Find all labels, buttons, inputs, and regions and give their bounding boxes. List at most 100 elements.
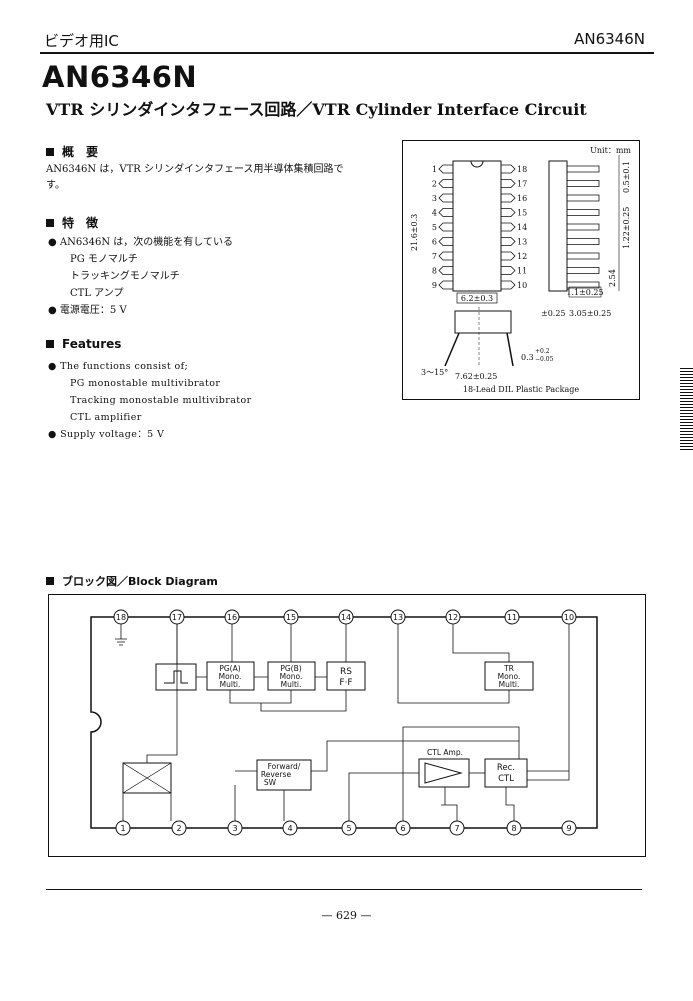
unit-label: Unit：mm (590, 146, 631, 155)
pin-label-bottom: 7 (454, 824, 459, 833)
pin-left-label: 3 (432, 194, 437, 203)
pin-circle-bottom (282, 820, 298, 836)
dim-thickness: 0.5±0.1 (622, 161, 631, 193)
pin-left-lead (438, 193, 453, 203)
pin-label-bottom: 1 (120, 824, 125, 833)
tr-label-1: TR (503, 664, 514, 673)
pin-label-top: 17 (172, 613, 182, 622)
dim-row-spacing: 7.62±0.25 (455, 372, 497, 381)
features-en-item-1-text: The functions consist of; (60, 361, 189, 372)
pin-label-bottom: 4 (287, 824, 292, 833)
dim-angle: 3～15° (421, 368, 448, 377)
pin-label-bottom: 9 (566, 824, 571, 833)
header-part-number: AN6346N (574, 30, 645, 48)
pin-left-lead (438, 179, 453, 188)
overview-text-2: す。 (46, 180, 65, 191)
pin-right-lead (501, 237, 516, 246)
pin-left-lead (438, 251, 453, 261)
pin-circle-bottom (227, 820, 243, 836)
side-lead (567, 194, 600, 202)
bullet-square-icon (46, 219, 54, 227)
header-rule (40, 52, 654, 54)
pin-right-label: 18 (517, 165, 527, 174)
pgb-block (267, 661, 316, 691)
pin-left-lead (438, 266, 453, 275)
pin-left-label: 1 (432, 165, 437, 174)
pin-circle-bottom (561, 820, 577, 836)
pin-left-label: 5 (432, 223, 437, 232)
pin-right-label: 16 (517, 194, 527, 203)
pin-circle-top (113, 609, 129, 625)
pin-label-bottom: 6 (400, 824, 405, 833)
wiring (115, 624, 570, 821)
pin-right-lead (501, 208, 516, 217)
pin-circle-top (504, 609, 520, 625)
rec-label-1: Rec. (497, 763, 515, 773)
pin-left-label: 2 (432, 180, 437, 189)
tr-label-3: Multi. (499, 680, 520, 689)
features-jp-sub-3: CTL アンプ (70, 288, 124, 299)
pin-right-lead (501, 179, 516, 188)
side-lead (567, 252, 600, 260)
pin-right-lead (501, 193, 516, 203)
pgb-label-3: Multi. (281, 680, 302, 689)
pin-right-lead (501, 251, 516, 261)
block-diagram-heading-text: ブロック図／Block Diagram (62, 575, 218, 588)
tr-label-2: Mono. (498, 672, 521, 681)
schmitt-icon (164, 670, 188, 684)
features-jp-item-2-text: 電源電圧：5 V (59, 305, 127, 316)
dim-length: 21.6±0.3 (410, 214, 419, 251)
pin-right-lead (501, 280, 516, 290)
footer-rule (46, 889, 642, 890)
pin-circle-top (390, 609, 406, 625)
pin-left-label: 9 (432, 281, 437, 290)
dim-lead-thickness-upper: +0.2 (535, 348, 550, 355)
pin-right-lead (501, 222, 516, 232)
pgb-label-1: PG(B) (280, 664, 301, 673)
rs-label-2: F·F (339, 678, 352, 688)
features-jp-sub-2: トラッキングモノマルチ (70, 271, 180, 282)
pin-right-label: 10 (517, 281, 527, 290)
pin-label-top: 14 (341, 613, 351, 622)
pin-circle-top (445, 609, 461, 625)
pin-label-bottom: 5 (346, 824, 351, 833)
dim-lead-thickness-lower: −0.05 (535, 356, 554, 363)
pin-label-top: 18 (116, 613, 126, 622)
pin-left-label: 8 (432, 267, 437, 276)
block-diagram-heading: ブロック図／Block Diagram (46, 573, 218, 589)
features-en-item-1: ● The functions consist of; (48, 361, 189, 372)
features-jp-item-2: ● 電源電圧：5 V (48, 305, 127, 316)
pga-label-2: Mono. (219, 672, 242, 681)
pin-left-lead (438, 237, 453, 246)
features-jp-item-1-text: AN6346N は，次の機能を有している (59, 237, 233, 248)
fr-label-2: Reverse (261, 770, 292, 779)
ic-outline (90, 616, 598, 829)
ctl-amp-icon (424, 762, 463, 784)
overview-heading: 概 要 (46, 143, 98, 160)
dim-lead-width: 1.1±0.25 (566, 288, 603, 297)
dip-body-side (548, 160, 568, 292)
pin-label-top: 13 (393, 613, 403, 622)
pin-label-top: 12 (448, 613, 458, 622)
pin-left-label: 6 (432, 238, 437, 247)
bullet-square-icon (46, 340, 54, 348)
dip-body-end (454, 310, 512, 334)
side-lead (567, 223, 600, 231)
pin-label-top: 15 (286, 613, 296, 622)
pin-left-lead (438, 164, 453, 174)
fr-label-3: SW (264, 778, 277, 787)
pin-right-lead (501, 266, 516, 275)
pga-label-1: PG(A) (219, 664, 240, 673)
features-jp-item-1: ● AN6346N は，次の機能を有している (48, 237, 233, 248)
side-lead (567, 209, 600, 216)
pin-circle-bottom (506, 820, 522, 836)
pin-circle-top (561, 609, 577, 625)
pin-right-label: 11 (517, 267, 527, 276)
features-en-item-2-text: Supply voltage：5 V (60, 429, 165, 440)
pin-circle-bottom (395, 820, 411, 836)
overview-heading-text: 概 要 (62, 145, 99, 159)
pin-circle-top (169, 609, 185, 625)
pin-left-lead (438, 222, 453, 232)
